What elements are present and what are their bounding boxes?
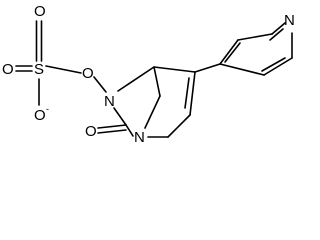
bond-pyr-c2-n-inner (269, 28, 284, 41)
atom-nitrogen-hydroxylamine: N (104, 93, 115, 110)
bond-c-o-carbonyl-b (97, 129, 127, 134)
bond-pyr-c5-c4 (219, 63, 265, 76)
bond-alkene-outer (189, 71, 196, 116)
atom-nitrogen-pyridine: N (284, 12, 295, 29)
anion-charge-sign: - (46, 104, 49, 114)
bond-pyr-c2-n (271, 22, 286, 35)
atom-oxygen-sulfonate-anion: O (34, 107, 46, 124)
bond-s-o-ester (45, 65, 82, 74)
bond-bridge-upper (153, 66, 161, 97)
bond-o-n-ester (93, 76, 107, 93)
atom-sulfur: S (34, 61, 44, 78)
bond-pyr-c3-c2 (237, 33, 273, 41)
atom-oxygen-sulfonate-top: O (34, 3, 46, 20)
atom-nitrogen-bridgehead: N (134, 129, 145, 146)
bond-bridge-lower (144, 95, 161, 129)
atom-labels: O S O O - O N O N N (2, 3, 295, 146)
bonds (15, 20, 293, 138)
atom-oxygen-carbonyl: O (85, 123, 97, 140)
bond-pyr-c6-c5 (263, 57, 293, 76)
bond-alkene-inner (184, 77, 190, 109)
bond-carbonyl-bridgehead-n (125, 124, 134, 137)
chemical-structure: O S O O - O N O N N (2, 3, 295, 146)
bond-alkene-c-bridgehead-c (153, 66, 196, 73)
bond-core-pyridine (194, 63, 221, 73)
bond-pyr-c6-c5-inner (261, 57, 286, 72)
bond-pyr-c4-c3 (219, 39, 239, 65)
atom-oxygen-sulfonate-left: O (2, 61, 14, 78)
bond-pyr-c3-c3-inner (224, 42, 241, 63)
bond-n-c-alpha (117, 66, 155, 92)
bond-c-o-carbonyl-a (97, 124, 127, 129)
atom-oxygen-ester: O (82, 65, 94, 82)
bond-n-c-carbonyl (113, 107, 127, 126)
bond-ch2-ch (167, 114, 191, 138)
